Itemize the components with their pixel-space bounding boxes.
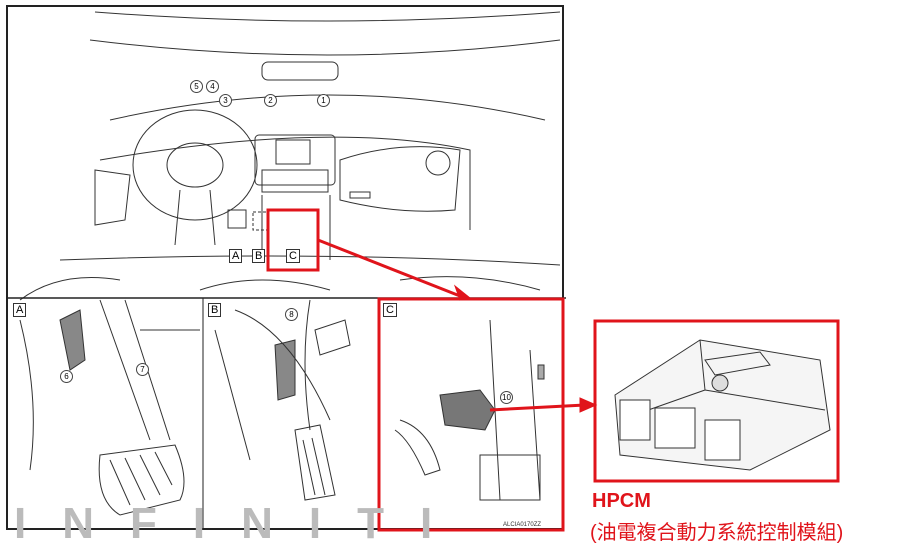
panel-b-label: B xyxy=(208,303,222,317)
label-c: C xyxy=(286,249,300,263)
label-a: A xyxy=(229,249,243,263)
callout-5: 5 xyxy=(190,80,203,93)
label-b: B xyxy=(252,249,266,263)
module-name: HPCM xyxy=(592,490,651,512)
callout-2: 2 xyxy=(264,94,277,107)
steering-wheel xyxy=(132,109,258,221)
callout-10: 10 xyxy=(500,391,513,404)
callout-6: 6 xyxy=(60,370,73,383)
watermark: INFINITI xyxy=(14,500,469,548)
diagram-frame xyxy=(6,5,564,530)
figure-code: ALCIA0170ZZ xyxy=(503,522,542,528)
callout-4: 4 xyxy=(206,80,219,93)
callout-8: 8 xyxy=(285,308,298,321)
callout-3: 3 xyxy=(219,94,232,107)
callout-7: 7 xyxy=(136,363,149,376)
panel-c-label: C xyxy=(383,303,397,317)
callout-1: 1 xyxy=(317,94,330,107)
module-description: (油電複合動力系統控制模組) xyxy=(590,522,844,544)
panel-c-highlight xyxy=(377,297,565,532)
hpcm-highlight-box xyxy=(593,319,840,483)
hpcm-module-location xyxy=(439,389,496,431)
panel-a-label: A xyxy=(13,303,27,317)
rearview-mirror xyxy=(261,61,339,81)
